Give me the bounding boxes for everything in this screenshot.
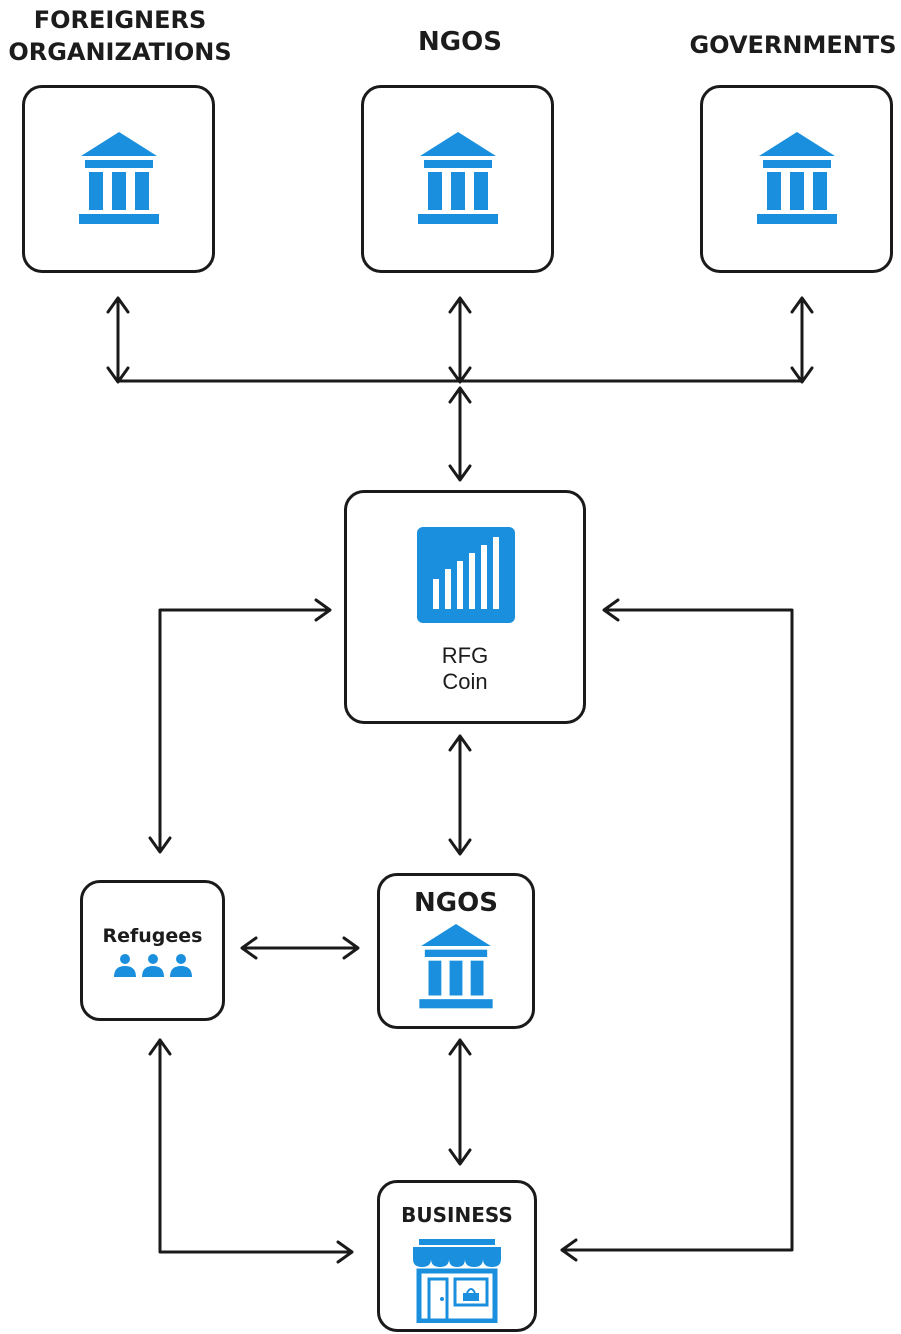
- foreigners-label-line2: ORGANIZATIONS: [8, 38, 232, 66]
- rfg-label-line1: RFG: [441, 643, 489, 668]
- signal-bars-icon: [417, 527, 515, 623]
- link-refugees-business: [158, 1038, 352, 1254]
- business-label: BUSINESS: [401, 1203, 513, 1227]
- bank-icon: [79, 132, 159, 224]
- people-group-icon: [114, 954, 192, 977]
- ngos-top-box[interactable]: [361, 85, 554, 273]
- business-box[interactable]: BUSINESS: [377, 1180, 537, 1332]
- link-coin-refugees: [158, 608, 329, 852]
- ngos-box-label: NGOS: [414, 888, 498, 918]
- rfg-coin-label: RFG Coin: [347, 643, 583, 695]
- refugees-box[interactable]: Refugees: [80, 880, 225, 1021]
- bank-icon: [419, 924, 493, 1009]
- governments-box[interactable]: [700, 85, 893, 273]
- foreigners-organizations-box[interactable]: [22, 85, 215, 273]
- link-business-coin: [560, 608, 794, 1252]
- rfg-label-line2: Coin: [442, 669, 488, 694]
- foreigners-organizations-label: FOREIGNERS ORGANIZATIONS: [0, 3, 240, 70]
- storefront-icon: [413, 1239, 501, 1323]
- ngos-top-label: NGOS: [418, 27, 502, 57]
- ngos-box[interactable]: NGOS: [377, 873, 535, 1029]
- foreigners-label-line1: FOREIGNERS: [33, 6, 207, 34]
- rfg-coin-box[interactable]: RFG Coin: [344, 490, 586, 724]
- bank-icon: [418, 132, 498, 224]
- governments-label: GOVERNMENTS: [689, 31, 897, 59]
- refugees-label: Refugees: [102, 925, 203, 947]
- bank-icon: [757, 132, 837, 224]
